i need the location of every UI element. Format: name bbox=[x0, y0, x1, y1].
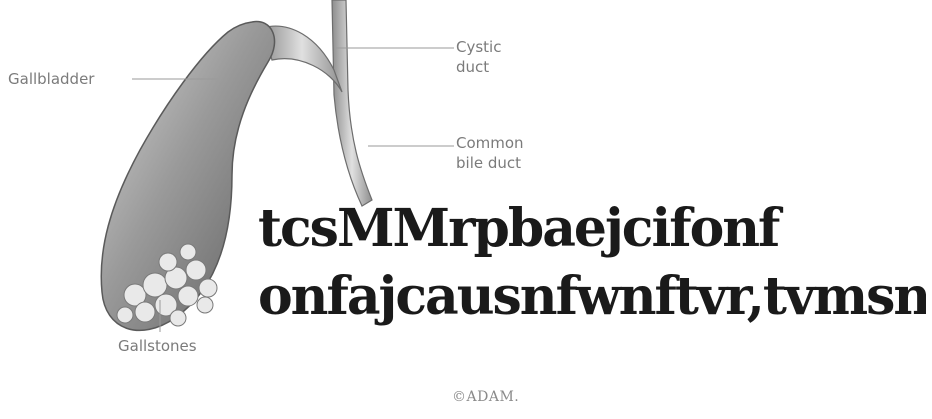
cystic-duct-label-line2: duct bbox=[456, 57, 576, 77]
common-bile-duct-label-line1: Common bbox=[456, 133, 576, 153]
overlay-text-line1: tcsMMrpbaejcifonf bbox=[258, 195, 926, 263]
overlay-text: tcsMMrpbaejcifonf onfajcausnfwnftvr,tvms… bbox=[258, 195, 926, 331]
cystic-duct-label: Cystic duct bbox=[456, 37, 576, 77]
common-bile-duct-label: Common bile duct bbox=[456, 133, 576, 173]
gallbladder-label: Gallbladder bbox=[8, 69, 94, 89]
adam-logo: ©ADAM. bbox=[452, 389, 519, 405]
overlay-text-line2: onfajcausnfwnftvr,tvmsnap bbox=[258, 263, 926, 331]
common-bile-duct bbox=[332, 0, 372, 206]
gallbladder-organ bbox=[101, 22, 274, 331]
cystic-duct-label-line1: Cystic bbox=[456, 37, 576, 57]
common-bile-duct-label-line2: bile duct bbox=[456, 153, 576, 173]
gallstones-label: Gallstones bbox=[118, 336, 197, 356]
